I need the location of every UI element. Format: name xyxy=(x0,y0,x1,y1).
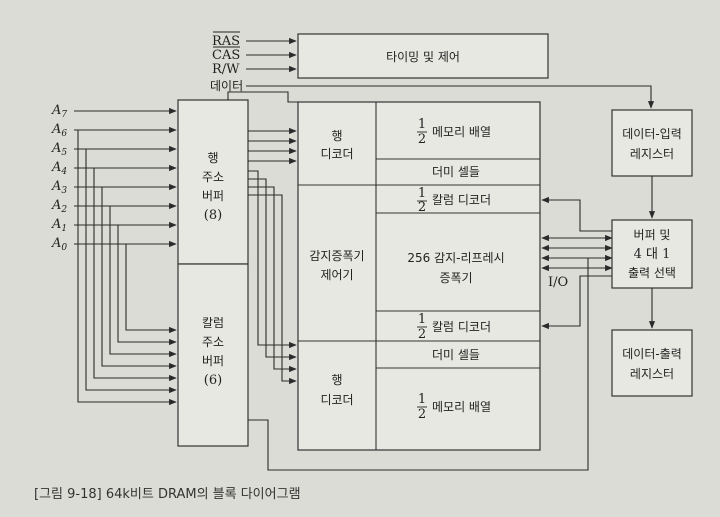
memory-core: 행 디코더 감지증폭기 제어기 행 디코더 1 2 메모리 배열 더미 셀들 1… xyxy=(297,101,541,451)
svg-text:레지스터: 레지스터 xyxy=(630,367,674,381)
io-label: I/O xyxy=(548,275,568,290)
pin-a1: A1 xyxy=(51,217,67,234)
svg-text:2: 2 xyxy=(418,327,426,342)
dummy-cells-top: 더미 셀들 xyxy=(432,165,480,179)
svg-text:타이밍 및 제어: 타이밍 및 제어 xyxy=(386,50,460,64)
row-address-buffer: 행 주소 버퍼 (8) xyxy=(177,99,249,265)
svg-text:주소: 주소 xyxy=(202,335,224,349)
figure-caption: [그림 9-18] 64k비트 DRAM의 블록 다이어그램 xyxy=(34,487,301,502)
pin-a6: A6 xyxy=(51,122,67,139)
control-wires xyxy=(246,37,655,109)
pin-a3: A3 xyxy=(51,179,67,196)
sense-amp-control: 감지증폭기 xyxy=(309,249,364,263)
data-output-register: 데이터-출력 레지스터 xyxy=(611,329,693,397)
svg-text:1: 1 xyxy=(418,312,426,327)
svg-text:버퍼 및: 버퍼 및 xyxy=(634,228,671,242)
dummy-cells-bottom: 더미 셀들 xyxy=(432,348,480,362)
svg-text:(8): (8) xyxy=(204,208,222,223)
svg-text:버퍼: 버퍼 xyxy=(202,354,224,368)
svg-text:데이터-출력: 데이터-출력 xyxy=(622,347,682,361)
io-wires: I/O xyxy=(248,196,613,471)
signal-data: 데이터 xyxy=(210,79,243,93)
svg-text:주소: 주소 xyxy=(202,170,224,184)
svg-text:메모리 배열: 메모리 배열 xyxy=(432,125,491,139)
column-decoder-bottom: 1 2 칼럼 디코더 xyxy=(417,312,491,342)
row-decoder-bottom: 행 xyxy=(331,372,342,387)
pin-a7: A7 xyxy=(51,103,67,120)
svg-text:증폭기: 증폭기 xyxy=(439,271,472,285)
svg-text:디코더: 디코더 xyxy=(320,393,353,407)
column-address-buffer: 칼럼 주소 버퍼 (6) xyxy=(177,263,249,447)
svg-text:행: 행 xyxy=(207,150,218,165)
svg-text:데이터-입력: 데이터-입력 xyxy=(622,127,682,141)
memory-array-top: 1 2 메모리 배열 xyxy=(417,117,491,147)
svg-text:2: 2 xyxy=(418,200,426,215)
data-input-register: 데이터-입력 레지스터 xyxy=(611,109,693,177)
svg-text:디코더: 디코더 xyxy=(320,147,353,161)
svg-text:레지스터: 레지스터 xyxy=(630,147,674,161)
memory-array-bottom: 1 2 메모리 배열 xyxy=(417,392,491,422)
column-decoder-top: 1 2 칼럼 디코더 xyxy=(417,186,491,215)
svg-text:2: 2 xyxy=(418,407,426,422)
buffer-output-select: 버퍼 및 4 대 1 출력 선택 xyxy=(611,219,693,289)
pin-a0: A0 xyxy=(51,236,67,253)
svg-text:1: 1 xyxy=(418,392,426,407)
svg-text:4 대 1: 4 대 1 xyxy=(634,247,671,262)
svg-text:제어기: 제어기 xyxy=(320,268,353,282)
svg-text:(6): (6) xyxy=(204,373,222,388)
svg-text:칼럼 디코더: 칼럼 디코더 xyxy=(432,320,491,334)
row-decoder-top: 행 xyxy=(331,128,342,143)
sense-refresh-amplifiers: 256 감지-리프레시 xyxy=(407,251,504,265)
pin-a4: A4 xyxy=(51,160,67,177)
svg-text:칼럼: 칼럼 xyxy=(202,316,224,330)
signal-rw: R/W xyxy=(212,62,240,77)
control-signals: RAS CAS R/W 데이터 xyxy=(210,31,243,93)
pin-a2: A2 xyxy=(51,198,67,215)
address-wires xyxy=(74,107,177,406)
svg-text:1: 1 xyxy=(418,186,426,201)
pin-a5: A5 xyxy=(51,141,67,158)
signal-ras: RAS xyxy=(212,34,240,49)
svg-text:1: 1 xyxy=(418,117,426,132)
svg-text:출력 선택: 출력 선택 xyxy=(628,266,676,280)
svg-text:버퍼: 버퍼 xyxy=(202,189,224,203)
svg-text:칼럼 디코더: 칼럼 디코더 xyxy=(432,193,491,207)
svg-text:메모리 배열: 메모리 배열 xyxy=(432,400,491,414)
address-pins: A7 A6 A5 A4 A3 A2 A1 A0 xyxy=(51,103,67,253)
timing-control-block: 타이밍 및 제어 xyxy=(297,33,549,79)
svg-text:2: 2 xyxy=(418,132,426,147)
signal-cas: CAS xyxy=(212,48,240,63)
